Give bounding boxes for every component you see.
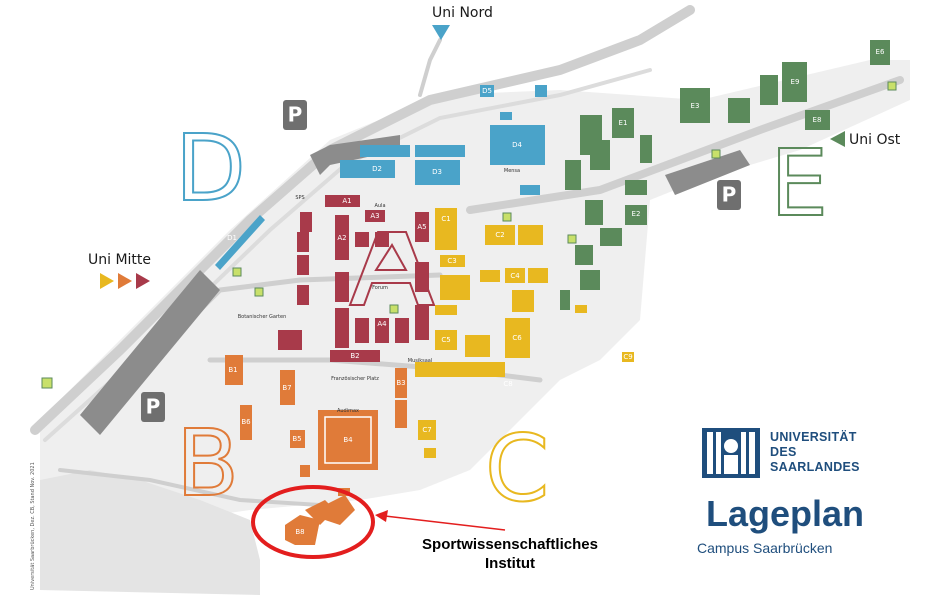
- label-musiksaal: Musiksaal: [408, 358, 433, 364]
- svg-text:P: P: [722, 183, 737, 207]
- building-label: E3: [691, 102, 700, 110]
- highlight-arrow: [384, 515, 506, 531]
- building-label: B4: [343, 436, 353, 444]
- highlight-ellipse: [251, 485, 375, 559]
- building-label-A: A1: [342, 197, 351, 205]
- building-label: E9: [791, 78, 800, 86]
- zone-b-buildings: [225, 355, 407, 545]
- south-area: [40, 470, 260, 595]
- annotation-line-2: Institut: [485, 555, 535, 572]
- university-line-2: DES: [770, 445, 797, 459]
- building-label: E8: [813, 116, 822, 124]
- parking-lot-east: [665, 150, 750, 195]
- gate-label-uni-ost: Uni Ost: [849, 132, 901, 148]
- map-title: Lageplan: [706, 493, 865, 534]
- annotation-line-1: Sportwissenschaftliches: [422, 536, 598, 553]
- building-label: B3: [396, 379, 405, 387]
- zone-letter-c: C: [485, 415, 549, 522]
- zone-a-buildings: [278, 195, 429, 362]
- label-mensa: Mensa: [504, 168, 520, 174]
- label-bot-garten: Botanischer Garten: [238, 314, 287, 320]
- building-label: D3: [432, 168, 442, 176]
- parking-icon: P: [283, 100, 307, 130]
- building-label: B1: [228, 366, 237, 374]
- building-label: A4: [377, 320, 387, 328]
- gate-arrow-icon: [830, 131, 845, 147]
- building-label: C1: [441, 215, 450, 223]
- audimax-outline: [324, 416, 372, 464]
- label-sps: SPS: [295, 195, 304, 201]
- zone-e-buildings: [560, 40, 890, 310]
- building-label: C3: [447, 257, 456, 265]
- svg-text:P: P: [146, 395, 161, 419]
- building-labels: A1 A2 A3 A4 A5 B1 B2 B3 B4 B5 B6 B7 B8 C…: [227, 48, 885, 536]
- university-name: UNIVERSITÄT DES SAARLANDES: [770, 430, 860, 475]
- university-line-3: SAARLANDES: [770, 460, 860, 474]
- gate-label-uni-mitte: Uni Mitte: [88, 252, 151, 268]
- highlight-arrow-head: [375, 510, 388, 522]
- parking-icon: P: [717, 180, 741, 210]
- parking-lot-west: [80, 270, 220, 435]
- building-label: D1: [227, 234, 237, 242]
- building-label: C2: [495, 231, 504, 239]
- zone-c-buildings: [415, 208, 634, 458]
- building-label: E2: [632, 210, 641, 218]
- building-label: C9: [623, 353, 632, 361]
- label-forum: Forum: [372, 285, 388, 291]
- building-label: E6: [876, 48, 885, 56]
- zone-d-buildings: [215, 85, 547, 270]
- zone-letter-e: E: [770, 130, 828, 237]
- gate-label-uni-nord: Uni Nord: [432, 5, 493, 21]
- building-label: C7: [422, 426, 431, 434]
- map-subtitle: Campus Saarbrücken: [697, 540, 833, 556]
- building-label: A5: [417, 223, 426, 231]
- label-aula: Aula: [374, 203, 385, 209]
- bus-stop-icons: [41, 81, 897, 389]
- building-label: E1: [619, 119, 628, 127]
- building-label: A2: [337, 234, 346, 242]
- campus-ground: [40, 60, 910, 580]
- building-label: D4: [512, 141, 522, 149]
- university-line-1: UNIVERSITÄT: [770, 430, 857, 444]
- building-label: B5: [292, 435, 301, 443]
- annotation-label: Sportwissenschaftliches Institut: [380, 535, 640, 573]
- zone-letter-d: D: [175, 115, 246, 222]
- svg-text:P: P: [288, 103, 303, 127]
- label-audimax: Audimax: [337, 408, 359, 414]
- building-label: D2: [372, 165, 382, 173]
- place-labels: Aula Forum Mensa Audimax Musiksaal Franz…: [238, 168, 520, 414]
- gate-arrow-icon: [432, 25, 450, 40]
- zone-letter-b: B: [176, 410, 239, 517]
- label-franz-platz: Französischer Platz: [331, 376, 379, 382]
- building-label: C8: [503, 380, 512, 388]
- imprint: Universität Saarbrücken, Dez. CB, Stand …: [30, 462, 36, 590]
- building-label: D5: [482, 87, 492, 95]
- building-label: B6: [241, 418, 251, 426]
- building-label: B8: [295, 528, 304, 536]
- building-label: C5: [441, 336, 450, 344]
- building-label: C4: [510, 272, 520, 280]
- university-seal-icon: [702, 428, 760, 478]
- building-label: A3: [370, 212, 379, 220]
- building-label: B7: [282, 384, 291, 392]
- parking-icon: P: [141, 392, 165, 422]
- building-label: C6: [512, 334, 522, 342]
- zone-a-letter-outline: [348, 231, 436, 306]
- gate-arrow-icon: [100, 273, 150, 289]
- building-label: B2: [350, 352, 359, 360]
